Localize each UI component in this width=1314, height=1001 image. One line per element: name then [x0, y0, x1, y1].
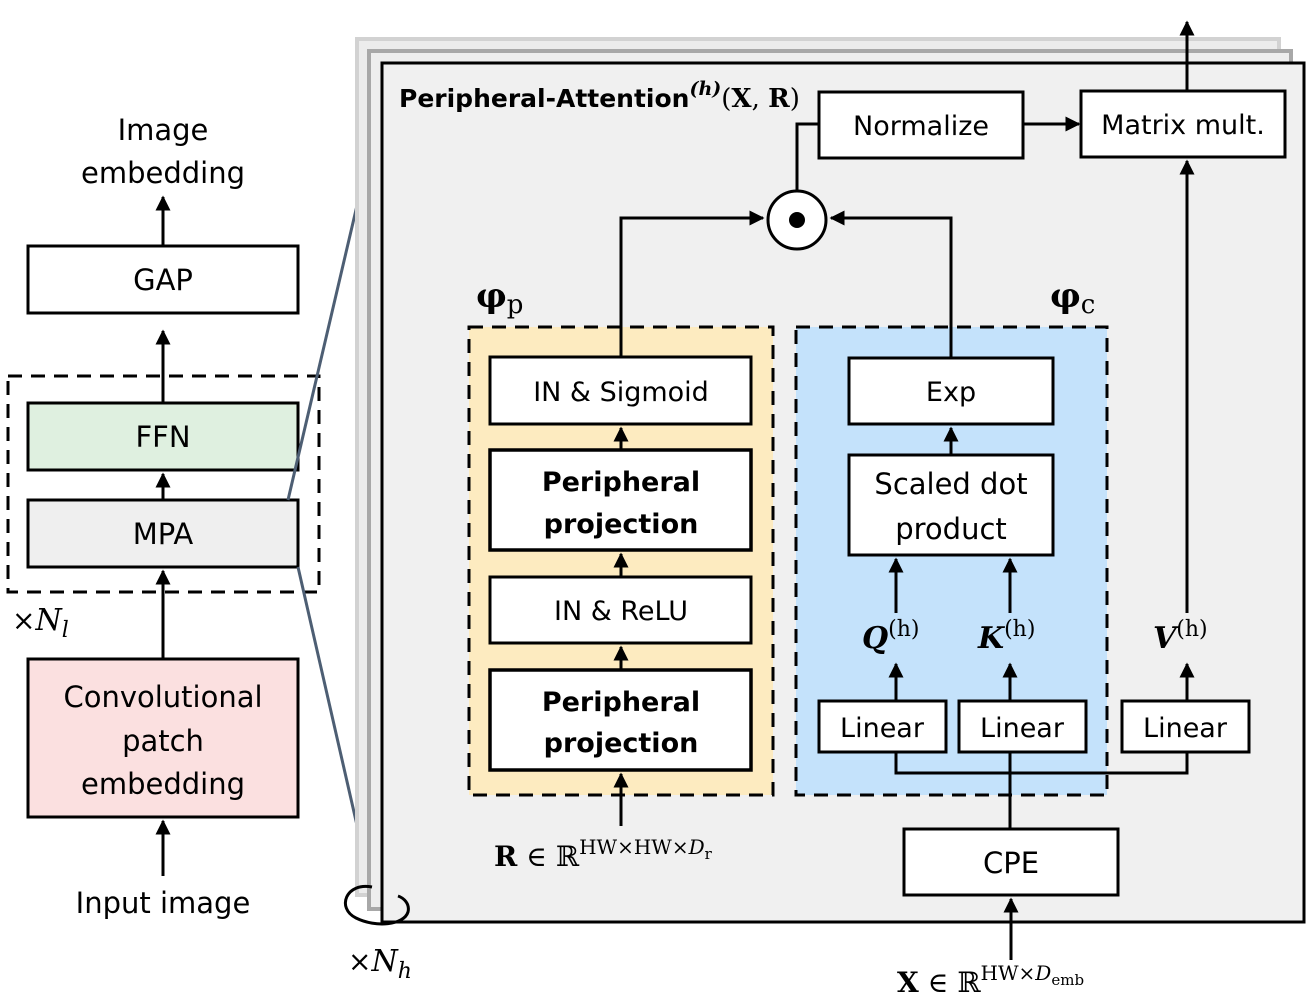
head-repeat-label: ×Nh: [348, 944, 412, 984]
transformer-block-dashed-box: [6, 374, 321, 594]
gap-block-label: GAP: [133, 263, 193, 297]
peripheral-projection-upper-line2: projection: [544, 509, 699, 540]
image-embedding-label-line2: embedding: [81, 156, 245, 190]
arrow-phi-p-to-product: [619, 210, 765, 357]
exp-label: Exp: [926, 377, 976, 408]
linear-q-label: Linear: [840, 713, 925, 744]
x-input-label: X ∈ ℝHW×Demb: [897, 961, 1084, 999]
line-product-to-normalize: [795, 122, 819, 191]
patch-embedding-label-line1: Convolutional: [63, 680, 262, 714]
arrow-phi-c-to-product: [829, 210, 953, 357]
exp-block: [847, 356, 1055, 426]
peripheral-projection-lower-line1: Peripheral: [542, 687, 700, 718]
linear-q-block: [817, 699, 948, 754]
matrix-mult-label: Matrix mult.: [1101, 110, 1265, 141]
q-label: Q(h): [862, 617, 919, 656]
zoom-connector-bottom: [296, 566, 361, 835]
mpa-block-label: MPA: [133, 517, 194, 551]
head-repeat-loop: [343, 884, 410, 926]
peripheral-projection-block-upper: [488, 448, 753, 552]
v-label: V(h): [1153, 617, 1208, 656]
elementwise-product-dot-icon: [789, 212, 805, 228]
linear-v-block: [1120, 699, 1251, 754]
r-input-label: R ∈ ℝHW×HW×Dr: [494, 835, 713, 873]
input-image-label: Input image: [76, 886, 251, 920]
in-relu-label: IN & ReLU: [554, 596, 688, 627]
patch-embedding-label-line3: embedding: [81, 767, 245, 801]
image-embedding-label-line1: Image: [118, 113, 209, 147]
normalize-block: [817, 90, 1025, 160]
mpa-block: [26, 498, 300, 569]
cpe-block: [902, 827, 1120, 897]
patch-embedding-block: [26, 657, 300, 819]
phi-c-label: φc: [1050, 276, 1095, 320]
matrix-mult-block: [1079, 89, 1287, 159]
phi-p-label: φp: [476, 276, 523, 320]
linear-v-label: Linear: [1143, 713, 1228, 744]
left-column: Image embedding GAP FFN MPA ×Nl Convolut…: [6, 113, 321, 920]
attention-panel-content: Peripheral-Attention(h)(X, R) Normalize …: [399, 78, 1287, 999]
scaled-dot-product-line1: Scaled dot: [874, 467, 1027, 501]
cpe-label: CPE: [983, 846, 1039, 880]
linear-k-block: [957, 699, 1088, 754]
attention-panel-title: Peripheral-Attention(h)(X, R): [399, 78, 800, 114]
zoom-connector-top: [286, 196, 361, 501]
in-sigmoid-block: [488, 355, 753, 426]
in-sigmoid-label: IN & Sigmoid: [533, 377, 709, 408]
ffn-block-label: FFN: [135, 420, 190, 454]
peripheral-projection-block-lower: [488, 668, 753, 772]
linear-k-label: Linear: [980, 713, 1065, 744]
cpe-distribution-line: [894, 752, 1189, 775]
k-label: K(h): [977, 617, 1035, 656]
ffn-block: [26, 401, 300, 472]
gap-block: [26, 244, 300, 315]
peripheral-projection-upper-line1: Peripheral: [542, 467, 700, 498]
peripheral-projection-lower-line2: projection: [544, 728, 699, 759]
in-relu-block: [488, 575, 753, 645]
patch-embedding-label-line2: patch: [122, 724, 204, 758]
layer-repeat-label: ×Nl: [12, 603, 69, 643]
scaled-dot-product-line2: product: [895, 512, 1007, 546]
normalize-label: Normalize: [853, 111, 989, 142]
scaled-dot-product-block: [847, 453, 1055, 557]
